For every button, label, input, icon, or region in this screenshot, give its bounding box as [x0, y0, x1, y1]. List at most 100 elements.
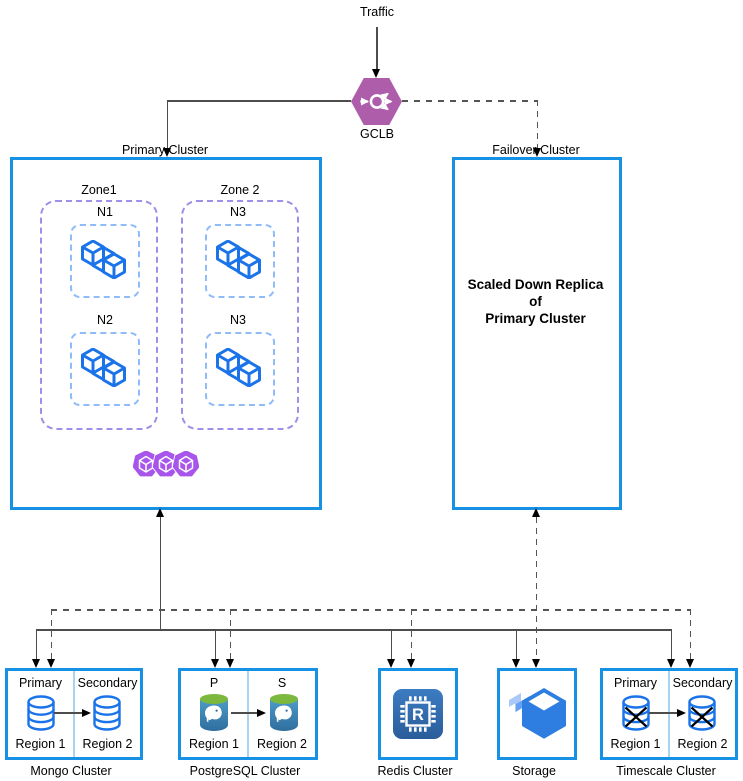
- timescale-left-region: Region 1: [610, 737, 661, 751]
- arrowhead-solid-storage: [511, 659, 520, 668]
- arrowhead-dashed-mongo: [46, 659, 55, 668]
- timescale-cluster-label: Timescale Cluster: [616, 764, 716, 778]
- arrowhead-dashed-postgres: [225, 659, 234, 668]
- zone2-label: Zone 2: [220, 183, 260, 197]
- postgres-secondary-icon: [267, 692, 301, 734]
- arrowhead-solid-mongo: [31, 659, 40, 668]
- storage-box: [497, 668, 577, 760]
- failover-line1: Scaled Down Replica: [467, 277, 604, 292]
- pods-icon: [133, 451, 199, 477]
- failover-cluster-box: [452, 157, 622, 510]
- arrowhead-solid-postgres: [210, 659, 219, 668]
- timescale-left-role: Primary: [613, 676, 658, 690]
- gke-workloads-icon: [216, 240, 262, 280]
- timescale-replication-arrowhead: [677, 708, 686, 717]
- mongo-divider: [73, 671, 75, 757]
- drop-dashed-mongo: [50, 609, 52, 659]
- mongo-left-role: Primary: [18, 676, 63, 690]
- node-n1-label: N1: [97, 205, 113, 219]
- redis-memorystore-icon: R: [393, 689, 443, 739]
- gke-workloads-icon: [81, 240, 127, 280]
- connector-gclb-failover-h: [402, 100, 537, 102]
- gclb-label: GCLB: [359, 127, 395, 141]
- zone1-box: [40, 200, 158, 430]
- timescale-secondary-icon: [687, 694, 717, 732]
- drop-solid-redis: [390, 629, 392, 659]
- arrowhead-dashed-timescale: [685, 659, 694, 668]
- timescale-right-region: Region 2: [677, 737, 728, 751]
- node-n2-box: [70, 332, 140, 406]
- redis-chip-letter: R: [412, 706, 424, 724]
- mongo-primary-icon: [26, 694, 56, 732]
- drop-solid-timescale: [670, 629, 672, 659]
- postgres-replication-arrowhead: [257, 708, 266, 717]
- storage-icon: [509, 688, 566, 739]
- postgres-cluster-label: PostgreSQL Cluster: [189, 764, 301, 778]
- postgres-left-region: Region 1: [188, 737, 240, 751]
- postgres-cluster-box: P S Region 1 Region 2: [178, 668, 318, 760]
- gclb-failover-arrowhead: [532, 148, 541, 157]
- timescale-replication-line: [649, 712, 679, 714]
- zone2-box: [181, 200, 299, 430]
- traffic-label: Traffic: [359, 5, 395, 19]
- failover-line2: of: [529, 294, 542, 309]
- storage-label: Storage: [512, 764, 556, 778]
- failover-description: Scaled Down Replica of Primary Cluster: [455, 276, 616, 327]
- connector-gclb-primary-v: [166, 100, 168, 148]
- postgres-right-role: S: [277, 676, 287, 690]
- drop-dashed-postgres: [229, 609, 231, 659]
- node-n2-label: N2: [97, 313, 113, 327]
- mongo-cluster-box: Primary Secondary Region 1 Region 2: [5, 668, 143, 760]
- redis-cluster-box: R: [378, 668, 458, 760]
- drop-solid-postgres: [214, 629, 216, 659]
- primary-up-arrowhead: [155, 508, 164, 517]
- zone1-label: Zone1: [81, 183, 117, 197]
- primary-db-bus: [36, 629, 671, 631]
- drop-dashed-redis: [410, 609, 412, 659]
- mongo-left-region: Region 1: [15, 737, 66, 751]
- failover-cluster-label: Failover Cluster: [492, 143, 580, 157]
- mongo-replication-line: [54, 712, 84, 714]
- gclb-icon: [351, 78, 402, 125]
- node-n3a-box: [205, 224, 275, 298]
- postgres-divider: [247, 671, 249, 757]
- mongo-cluster-label: Mongo Cluster: [30, 764, 112, 778]
- failover-up-arrowhead: [531, 508, 540, 517]
- failover-db-bus: [51, 609, 690, 611]
- node-n3a-label: N3: [230, 205, 246, 219]
- node-n3b-box: [205, 332, 275, 406]
- arrowhead-dashed-redis: [406, 659, 415, 668]
- failover-line3: Primary Cluster: [485, 311, 586, 326]
- postgres-replication-line: [231, 712, 259, 714]
- connector-gclb-primary-h: [167, 100, 351, 102]
- drop-solid-storage: [515, 629, 517, 659]
- gke-workloads-icon: [81, 348, 127, 388]
- mongo-secondary-icon: [92, 694, 122, 732]
- timescale-primary-icon: [621, 694, 651, 732]
- postgres-primary-icon: [197, 692, 231, 734]
- drop-dashed-timescale: [689, 609, 691, 659]
- connector-failover-db-v: [535, 517, 537, 659]
- postgres-left-role: P: [209, 676, 219, 690]
- mongo-right-role: Secondary: [77, 676, 138, 690]
- node-n1-box: [70, 224, 140, 298]
- gke-workloads-icon: [216, 348, 262, 388]
- redis-cluster-label: Redis Cluster: [377, 764, 453, 778]
- mongo-right-region: Region 2: [82, 737, 133, 751]
- timescale-cluster-box: Primary Secondary Region 1 Region 2: [600, 668, 738, 760]
- traffic-line: [376, 27, 378, 69]
- arrowhead-solid-timescale: [666, 659, 675, 668]
- timescale-divider: [668, 671, 670, 757]
- timescale-right-role: Secondary: [672, 676, 733, 690]
- drop-solid-mongo: [35, 629, 37, 659]
- primary-cluster-label: Primary Cluster: [121, 143, 209, 157]
- traffic-arrowhead: [372, 69, 380, 78]
- arrowhead-solid-redis: [386, 659, 395, 668]
- connector-primary-db-v: [159, 517, 161, 631]
- failover-storage-arrowhead: [531, 659, 540, 668]
- gclb-primary-arrowhead: [162, 148, 171, 157]
- mongo-replication-arrowhead: [82, 708, 91, 717]
- connector-gclb-failover-v: [536, 100, 538, 148]
- postgres-right-region: Region 2: [256, 737, 308, 751]
